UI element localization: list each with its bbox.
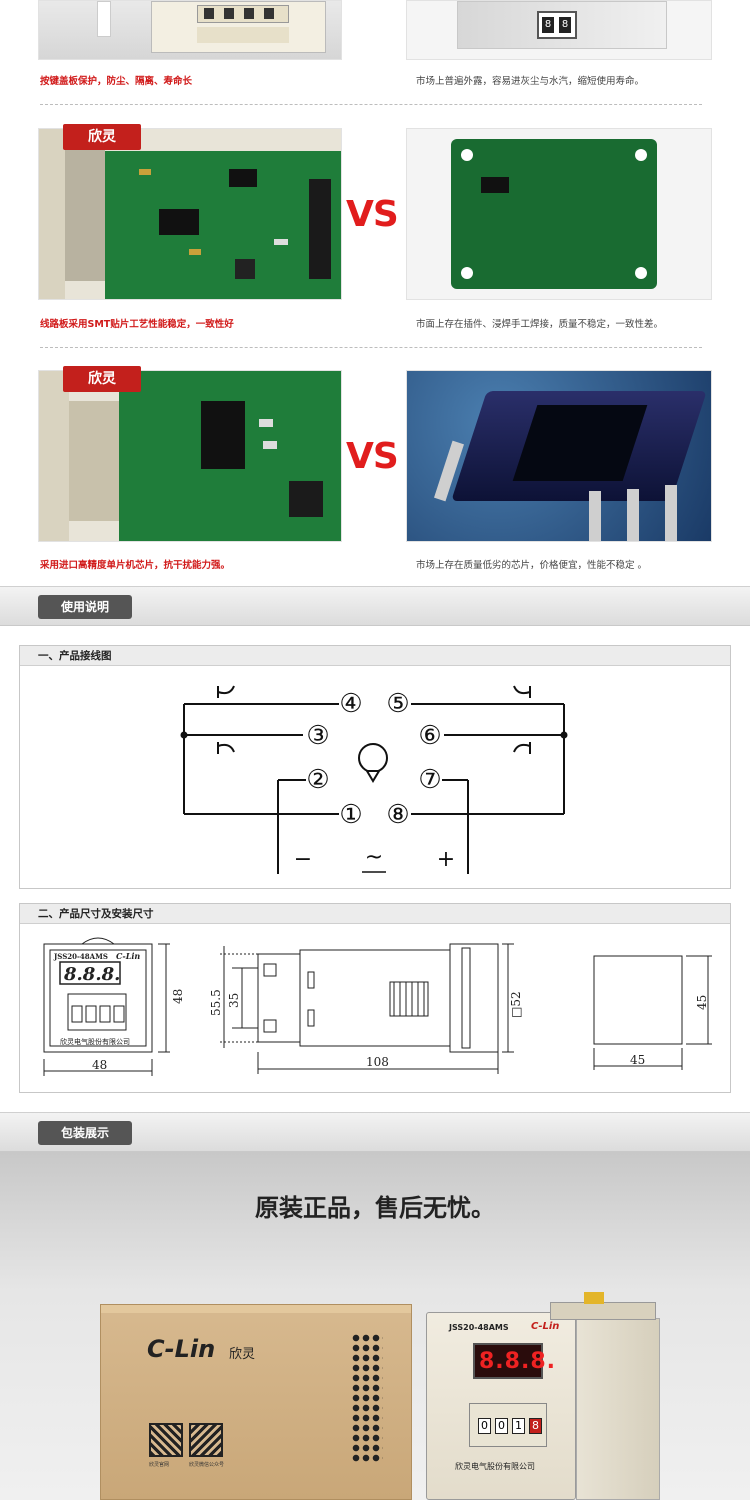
brand-tab: 欣灵 <box>63 366 141 392</box>
device-company: 欣灵电气股份有限公司 <box>455 1462 535 1471</box>
ac-terminal: ~ <box>365 845 383 870</box>
row0-left-caption: 按键盖板保护，防尘、隔离、寿命长 <box>40 76 193 87</box>
wiring-diagram: ④ ⑤ ③ ⑥ ② ⑦ ① ⑧ − ~ + <box>180 685 568 874</box>
pin-8-label: ⑧ <box>386 800 409 830</box>
row2-left-caption: 采用进口高精度单片机芯片，抗干扰能力强。 <box>40 560 231 571</box>
pin-7-label: ⑦ <box>418 765 441 795</box>
dial[interactable]: 8 <box>529 1418 542 1434</box>
side-square: □52 <box>509 991 523 1018</box>
row1-right-caption: 市面上存在插件、浸焊手工焊接，质量不稳定，一致性差。 <box>416 319 664 330</box>
vs-label: VS <box>346 436 399 477</box>
cutout-height: 45 <box>695 995 709 1010</box>
front-width: 48 <box>92 1058 107 1072</box>
box-dot-pattern <box>351 1333 383 1463</box>
side-height-inner: 35 <box>227 993 241 1008</box>
device-display: 8.8.8. <box>473 1343 555 1379</box>
side-length: 108 <box>366 1055 389 1069</box>
competitor-device-photo: 8 8 <box>406 0 712 60</box>
pin-4-label: ④ <box>339 689 362 719</box>
device-digits: 8.8.8. <box>479 1349 556 1374</box>
timer-cover-photo <box>38 0 342 60</box>
socket-base <box>576 1318 660 1500</box>
front-brand: C-Lin <box>116 951 140 961</box>
divider <box>40 347 702 348</box>
front-company: 欣灵电气股份有限公司 <box>60 1037 130 1046</box>
pin-6-label: ⑥ <box>418 721 441 751</box>
qr1-label: 欣灵官网 <box>149 1462 170 1468</box>
wiring-diagram-box: 一、产品接线图 <box>19 645 731 889</box>
pin-3-label: ③ <box>306 721 329 751</box>
device-model: JSS20-48AMS <box>449 1323 509 1332</box>
qr-code <box>189 1423 223 1457</box>
qr-code <box>149 1423 183 1457</box>
dimension-drawing: JSS20-48AMS C-Lin 8.8.8. 欣灵电气股份有限公司 48 4… <box>43 937 712 1076</box>
front-digits: 8.8.8. <box>63 964 120 985</box>
terminal-screw <box>584 1292 604 1304</box>
dial-panel: 0 0 1 8 <box>469 1403 547 1447</box>
timer-device: JSS20-48AMS C-Lin 8.8.8. 0 0 1 8 欣灵电气股份有… <box>426 1312 576 1500</box>
vs-label: VS <box>346 194 399 235</box>
qr2-label: 欣灵微信公众号 <box>189 1462 225 1468</box>
cutout-width: 45 <box>630 1053 645 1067</box>
minus-terminal: − <box>294 847 312 872</box>
device-brand: C-Lin <box>531 1321 560 1332</box>
competitor-pcb-photo <box>406 128 712 300</box>
dimension-box: 二、产品尺寸及安装尺寸 <box>19 903 731 1093</box>
box-brand: C-Lin <box>147 1335 216 1363</box>
dial[interactable]: 0 <box>495 1418 508 1434</box>
low-quality-chip-photo <box>406 370 712 542</box>
pin-5-label: ⑤ <box>386 689 409 719</box>
pin-1-label: ① <box>339 800 362 830</box>
row2-right-caption: 市场上存在质量低劣的芯片，价格便宜，性能不稳定 。 <box>416 560 648 571</box>
box-brand-cn: 欣灵 <box>229 1347 256 1362</box>
package-tab: 包装展示 <box>38 1121 132 1145</box>
row0-right-caption: 市场上普遍外露，容易进灰尘与水汽，缩短使用寿命。 <box>416 76 645 87</box>
divider <box>40 104 702 105</box>
row1-left-caption: 线路板采用SMT贴片工艺性能稳定，一致性好 <box>40 319 234 330</box>
product-box: C-Lin 欣灵 欣灵官网 欣灵微信公众号 <box>100 1304 412 1500</box>
dial[interactable]: 1 <box>512 1418 525 1434</box>
side-height-outer: 55.5 <box>209 989 223 1016</box>
dimension-title: 二、产品尺寸及安装尺寸 <box>20 904 730 924</box>
brand-tab: 欣灵 <box>63 124 141 150</box>
package-showcase: 原装正品，售后无忧。 C-Lin 欣灵 欣灵官网 欣灵微信公众号 JSS20-4… <box>0 1152 750 1500</box>
socket-top <box>550 1302 656 1320</box>
pin-2-label: ② <box>306 765 329 795</box>
pcb-smt-photo <box>38 128 342 300</box>
front-height: 48 <box>171 989 185 1004</box>
wiring-diagram-title: 一、产品接线图 <box>20 646 730 666</box>
dial[interactable]: 0 <box>478 1418 491 1434</box>
mcu-chip-pcb-photo <box>38 370 342 542</box>
front-model: JSS20-48AMS <box>53 952 108 961</box>
usage-tab: 使用说明 <box>38 595 132 619</box>
package-slogan: 原装正品，售后无忧。 <box>255 1194 495 1222</box>
plus-terminal: + <box>437 847 455 872</box>
